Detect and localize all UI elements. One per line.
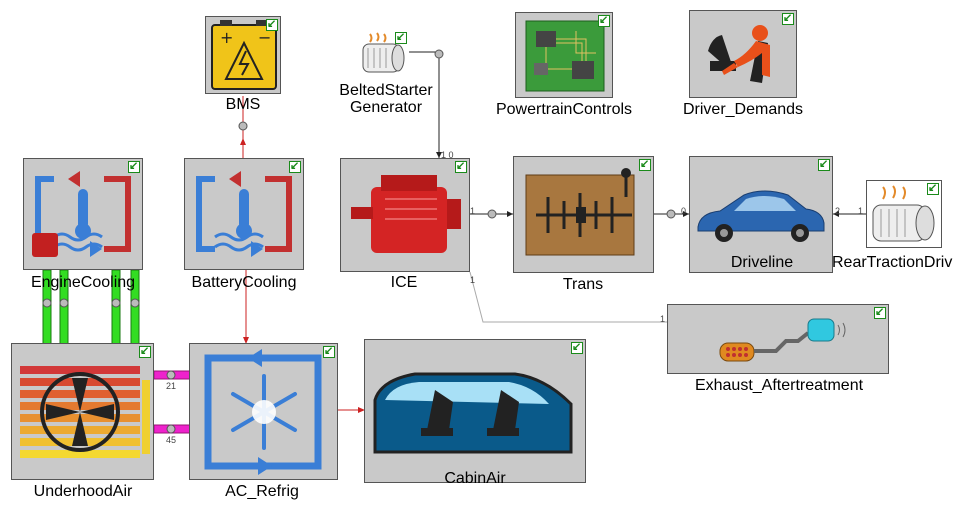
port-label: 1 0 <box>441 150 454 160</box>
shortcut-arrow-icon <box>289 159 301 173</box>
block-label: PowertrainControls <box>495 101 633 118</box>
block-label: ICE <box>390 274 418 291</box>
shortcut-arrow-icon <box>455 159 467 173</box>
engine-cooling-block[interactable] <box>23 158 143 270</box>
block-label: Trans <box>562 276 604 293</box>
port-label: 21 <box>166 381 177 391</box>
cooling-loop-icon <box>32 171 131 257</box>
block-label: Driver_Demands <box>682 101 804 118</box>
exhaust-aftertreatment-block[interactable] <box>667 304 889 374</box>
svg-text:−: − <box>258 28 271 47</box>
port-label: 1 <box>660 314 666 324</box>
shortcut-arrow-icon <box>639 157 651 171</box>
ice-block[interactable] <box>340 158 470 272</box>
shortcut-arrow-icon <box>874 305 886 319</box>
port-label: 2 <box>835 206 841 216</box>
motor-icon <box>362 32 405 73</box>
gearbox-icon <box>525 168 635 256</box>
trans-block[interactable] <box>513 156 654 273</box>
powertrain-controls-block[interactable] <box>515 12 613 98</box>
port-label: 45 <box>166 435 177 445</box>
shortcut-arrow-icon <box>818 157 830 171</box>
exhaust-link <box>469 271 667 323</box>
driver-demands-block[interactable] <box>689 10 797 98</box>
block-label: AC_Refrig <box>225 483 299 500</box>
ac-refrig-block[interactable] <box>189 343 338 480</box>
block-label: BatteryCooling <box>191 274 297 291</box>
block-label: BMS <box>225 96 261 113</box>
battery-icon: + − <box>211 20 277 90</box>
belted-starter-generator-block[interactable] <box>360 30 409 77</box>
car-interior-icon <box>373 372 573 454</box>
port-label: 1 <box>470 206 476 216</box>
block-label: EngineCooling <box>30 274 136 291</box>
shortcut-arrow-icon <box>598 13 610 27</box>
block-label: Driveline <box>730 254 794 271</box>
bms-block[interactable]: + − <box>205 16 281 94</box>
shortcut-arrow-icon <box>128 159 140 173</box>
underhood-air-block[interactable] <box>11 343 154 480</box>
shortcut-arrow-icon <box>323 344 335 358</box>
port-label: 1 <box>470 275 476 285</box>
engine-icon <box>351 175 461 253</box>
block-label: CabinAir <box>444 470 506 487</box>
circuit-board-icon <box>525 20 605 92</box>
car-icon <box>697 190 825 242</box>
shortcut-arrow-icon <box>927 181 939 195</box>
shortcut-arrow-icon <box>139 344 151 358</box>
driver-seat-icon <box>708 25 770 83</box>
battery-cooling-block[interactable] <box>184 158 304 270</box>
port-label: 1 <box>858 206 864 216</box>
shortcut-arrow-icon <box>266 17 278 31</box>
rear-traction-drive-block[interactable] <box>866 180 942 248</box>
cooling-loop-icon <box>196 171 292 257</box>
shortcut-arrow-icon <box>395 30 407 44</box>
block-label: UnderhoodAir <box>33 483 133 500</box>
shortcut-arrow-icon <box>782 11 794 25</box>
catalyst-icon <box>719 318 846 362</box>
svg-text:+: + <box>220 28 233 47</box>
cabin-air-block[interactable]: CabinAir <box>364 339 586 487</box>
block-label: RearTractionDriv <box>832 254 953 271</box>
port-label: 0 <box>681 206 687 216</box>
radiator-fan-icon <box>20 366 150 458</box>
motor-icon <box>872 185 935 242</box>
snowflake-icon <box>204 349 322 475</box>
shortcut-arrow-icon <box>571 340 583 354</box>
driveline-block[interactable]: Driveline <box>689 156 833 273</box>
block-label: Exhaust_Aftertreatment <box>694 377 864 394</box>
